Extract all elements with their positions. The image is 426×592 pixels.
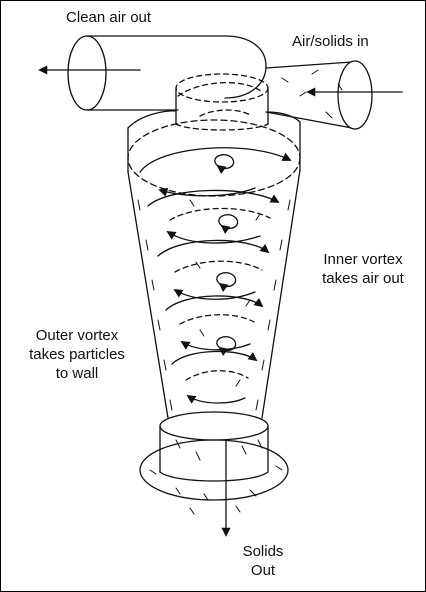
outer-vortex-line-1: Outer vortex <box>22 326 132 345</box>
outer-vortex-line-2: takes particles <box>22 345 132 364</box>
inlet-pipe <box>266 61 372 129</box>
solids-out-line-2: Out <box>238 561 288 580</box>
inner-vortex-line-1: Inner vortex <box>318 250 408 269</box>
flow-arrows <box>40 70 402 535</box>
outer-vortex-line-3: to wall <box>22 364 132 383</box>
inner-vortex-curls <box>215 155 238 351</box>
inner-vortex-line-2: takes air out <box>318 269 408 288</box>
solids-out-label: Solids Out <box>238 542 288 580</box>
discharge-outlet <box>140 412 288 500</box>
outer-vortex-swirls <box>140 148 290 403</box>
cyclone-cone <box>128 170 300 418</box>
particle-dashes <box>138 70 342 514</box>
clean-air-out-label: Clean air out <box>66 8 151 27</box>
outer-vortex-label: Outer vortex takes particles to wall <box>22 326 132 383</box>
inner-vortex-label: Inner vortex takes air out <box>318 250 408 288</box>
solids-out-line-1: Solids <box>238 542 288 561</box>
outlet-pipe <box>68 36 266 110</box>
air-solids-in-label: Air/solids in <box>292 32 369 51</box>
